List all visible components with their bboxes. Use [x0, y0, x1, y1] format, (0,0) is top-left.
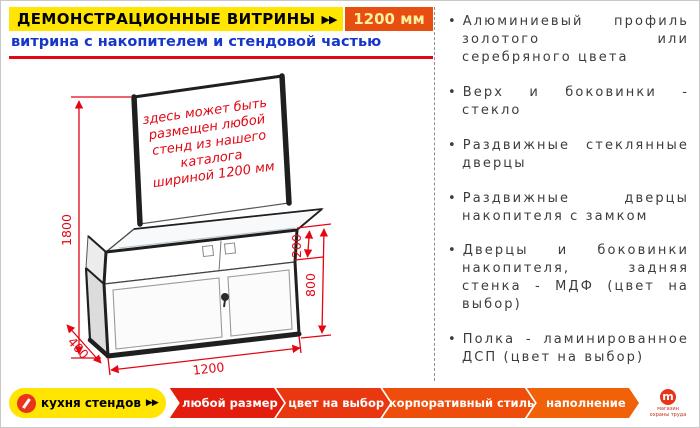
frame-edge	[105, 228, 298, 254]
frame-edge	[105, 331, 302, 359]
step-corporate-style[interactable]: корпоративный стиль	[382, 388, 535, 418]
feature-text: Верх и боковинки - стекло	[462, 84, 689, 118]
panel-left-profile	[131, 94, 143, 227]
panel-right-profile	[279, 73, 292, 206]
keyhole-icon	[221, 293, 229, 301]
feature-text: Раздвижные стеклянные дверцы	[462, 137, 689, 171]
step-label: любой размер	[182, 396, 278, 410]
bullet-glyph: •	[448, 84, 458, 100]
feature-text: Полка - ламинированное ДСП (цвет на выбо…	[462, 332, 689, 366]
title-arrows-icon: ▶▶	[321, 12, 337, 26]
dim-case-height-label: 800	[303, 273, 318, 297]
subtitle-underline	[9, 56, 433, 59]
glass-door-split	[218, 240, 222, 272]
site-logo[interactable]: m магазин охраны труда	[645, 388, 691, 418]
dim-width-label: 1200	[192, 359, 225, 378]
dimension-width	[107, 335, 302, 376]
kitchen-logo-icon	[17, 393, 36, 413]
glass-top-surface	[103, 208, 325, 253]
cabinet-front	[103, 261, 300, 357]
dim-total-height-label: 1800	[59, 214, 74, 246]
page-subtitle: витрина с накопителем и стендовой частью	[11, 34, 382, 50]
feature-item: • Алюминиевый профиль золотого или серебр…	[448, 13, 689, 67]
logo-m-icon: m	[660, 388, 676, 405]
feature-item: •Верх и боковинки - стекло	[448, 84, 689, 120]
frame-edge	[87, 235, 107, 253]
panel-note-line: шириной 1200 мм	[152, 159, 276, 191]
pill-arrows-icon: ▶▶	[145, 398, 159, 408]
panel-note-line: размещен любой	[147, 112, 266, 143]
step-label: цвет на выбор	[288, 396, 385, 410]
keyhole-icon	[223, 299, 226, 308]
footer-banner: кухня стендов ▶▶ любой размер цвет на вы…	[9, 388, 691, 418]
cabinet-left-door	[112, 277, 223, 350]
display-glass-front	[103, 229, 298, 285]
panel-note: здесь может быть размещен любой стенд из…	[142, 96, 276, 192]
kitchen-stands-pill[interactable]: кухня стендов ▶▶	[9, 388, 166, 418]
cabinet-left-side	[85, 266, 109, 358]
frame-edge	[293, 261, 301, 335]
panel-note-line: стенд из нашего	[151, 128, 267, 159]
frame-edge	[296, 208, 323, 231]
frame-edge	[133, 208, 323, 230]
frame-edge	[85, 267, 105, 285]
step-label: наполнение	[546, 396, 626, 410]
header-title-bar: ДЕМОНСТРАЦИОННЫЕ ВИТРИНЫ ▶▶	[9, 7, 343, 31]
bullet-glyph: •	[448, 190, 458, 206]
feature-item: •Раздвижные дверцы накопителя с замком	[448, 190, 689, 226]
size-badge: 1200 мм	[345, 7, 433, 31]
bullet-glyph: •	[448, 243, 458, 259]
panel-top-profile	[133, 74, 283, 99]
bullet-glyph: •	[448, 332, 458, 348]
step-any-size[interactable]: любой размер	[170, 388, 284, 418]
dimension-depth	[66, 324, 102, 364]
pill-label: кухня стендов	[41, 396, 141, 410]
cabinet-right-door	[227, 269, 293, 337]
frame-edge	[84, 267, 92, 341]
glass-section-left-side	[85, 234, 107, 286]
dimension-total-height	[71, 96, 131, 359]
frame-edge	[102, 283, 110, 357]
glass-door-lock	[201, 244, 215, 258]
bullet-glyph: •	[448, 137, 458, 153]
dimension-case-height	[300, 228, 332, 339]
bullet-glyph: •	[448, 14, 458, 29]
glass-door-lock	[223, 242, 237, 255]
step-filling[interactable]: наполнение	[527, 388, 639, 418]
feature-text: Раздвижные дверцы накопителя с замком	[462, 190, 689, 224]
stand-panel	[133, 75, 290, 225]
frame-edge	[87, 337, 111, 359]
step-any-color[interactable]: цвет на выбор	[276, 388, 390, 418]
dim-depth-label: 400	[65, 334, 92, 362]
panel-note-line: каталога	[180, 148, 244, 172]
step-label: корпоративный стиль	[388, 396, 535, 410]
feature-item: •Полка - ламинированное ДСП (цвет на выб…	[448, 331, 689, 367]
dim-glass-height-label: 200	[289, 234, 304, 258]
panel-note-line: здесь может быть	[142, 96, 268, 128]
logo-caption: магазин охраны труда	[649, 405, 687, 418]
frame-edge	[102, 251, 108, 285]
dimension-glass-height	[294, 223, 332, 261]
page-title: ДЕМОНСТРАЦИОННЫЕ ВИТРИНЫ	[17, 10, 316, 28]
feature-text: Дверцы и боковинки накопителя, задняя ст…	[462, 243, 689, 313]
features-sidebar: • Алюминиевый профиль золотого или серебр…	[434, 7, 693, 381]
feature-item: •Дверцы и боковинки накопителя, задняя с…	[448, 242, 689, 314]
feature-item: •Раздвижные стеклянные дверцы	[448, 137, 689, 173]
glass-top-inner-edge	[118, 227, 296, 249]
frame-edge	[293, 229, 299, 263]
footer-steps: любой размер цвет на выбор корпоративный…	[170, 388, 639, 418]
feature-text: Алюминиевый профиль золотого или серебря…	[462, 14, 689, 65]
